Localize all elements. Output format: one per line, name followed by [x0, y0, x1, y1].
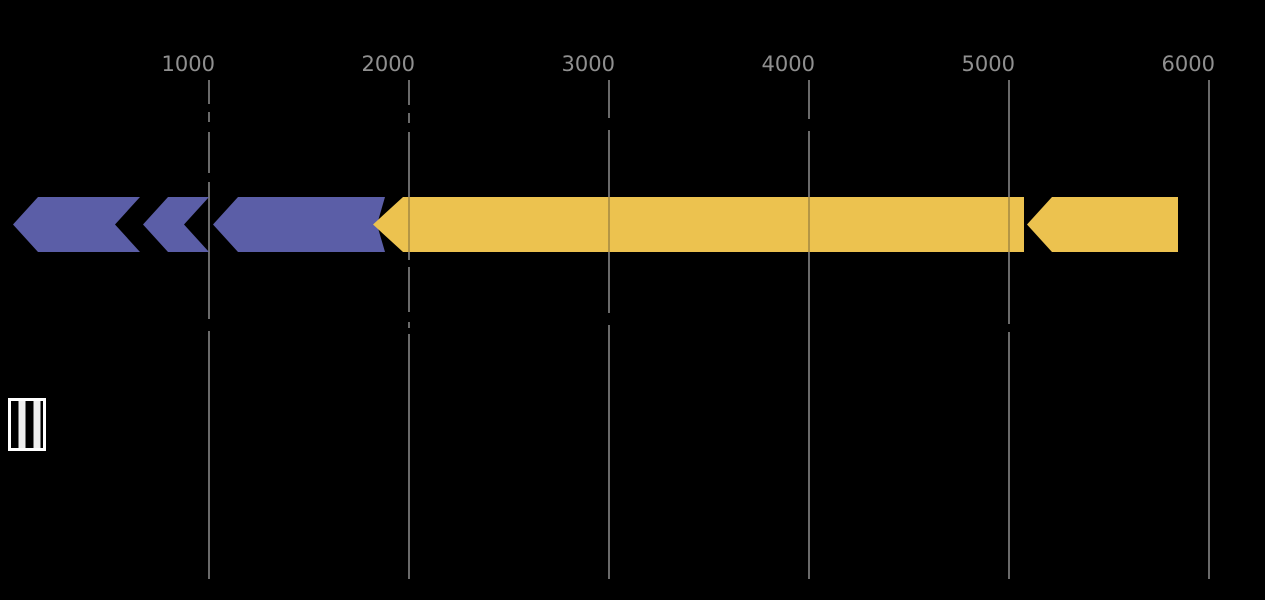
gene-arrow-1 [13, 197, 140, 252]
tick-label-6000: 6000 [1162, 52, 1215, 76]
gridline-gap [406, 312, 412, 322]
gridline-gap [606, 118, 612, 130]
striped-marker-icon [8, 398, 46, 451]
ruler-tick-labels: 1000 2000 3000 4000 5000 6000 [162, 52, 1215, 76]
striped-marker-stripe [33, 401, 41, 448]
render-layer [13, 80, 1210, 579]
gridline-gap [806, 119, 812, 131]
gridline-gap [406, 123, 412, 132]
gridline-gap [406, 328, 412, 334]
tick-label-1000: 1000 [162, 52, 215, 76]
gene-arrow-4 [373, 197, 1024, 252]
tick-label-4000: 4000 [762, 52, 815, 76]
gene-arrow-5 [1027, 197, 1178, 252]
tick-label-5000: 5000 [962, 52, 1015, 76]
gene-arrow-2 [143, 197, 209, 252]
gridline-gap [1006, 324, 1012, 332]
tick-label-2000: 2000 [362, 52, 415, 76]
gridline-gap [406, 105, 412, 113]
striped-marker-stripe [18, 401, 26, 448]
gridline-gap [206, 173, 212, 182]
gene-arrow-3 [213, 197, 385, 252]
gridline-gap [206, 319, 212, 331]
gridline-gap [606, 313, 612, 325]
gridline-gap [206, 122, 212, 132]
gridline-gap [206, 104, 212, 112]
tick-label-3000: 3000 [562, 52, 615, 76]
gridline-gap [406, 260, 412, 267]
